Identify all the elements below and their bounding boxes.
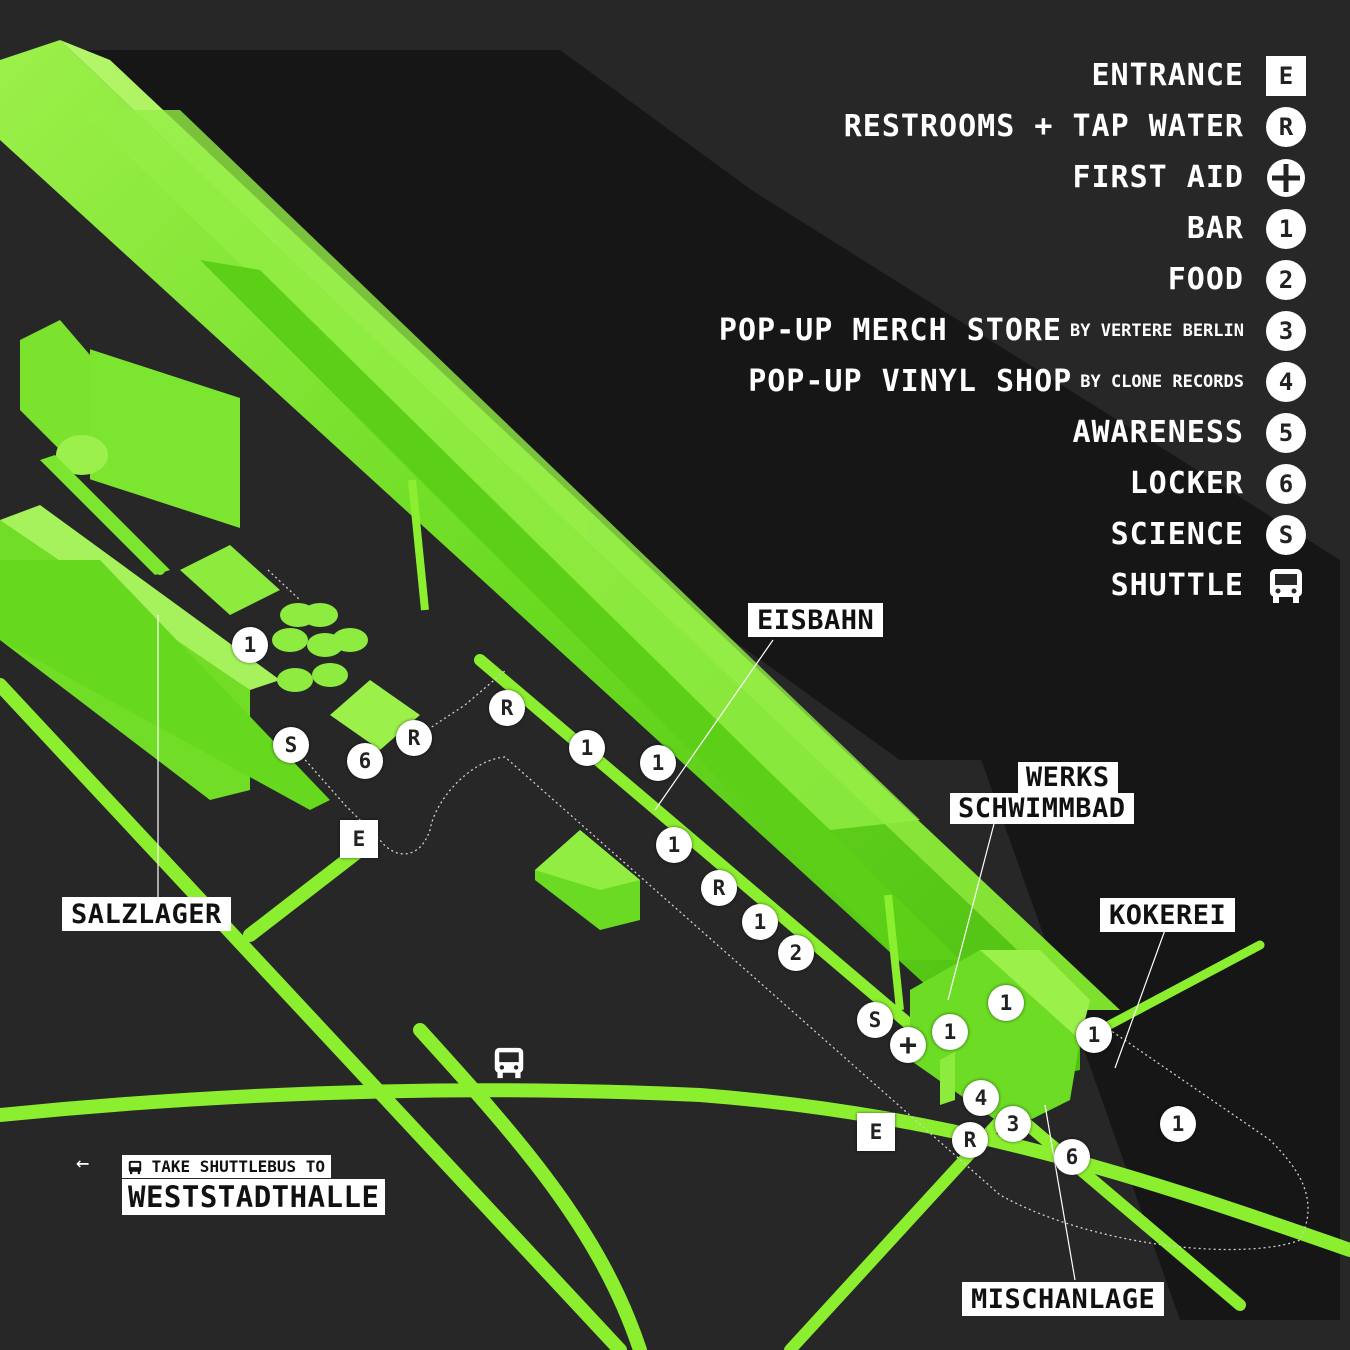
marker-restroom[interactable]: R <box>396 720 432 756</box>
legend-row-entrance: ENTRANCE E <box>548 50 1308 101</box>
legend-label: ENTRANCE <box>1091 58 1244 93</box>
werks-line1: WERKS <box>1017 762 1118 793</box>
legend-by: BY CLONE RECORDS <box>1080 371 1244 392</box>
legend-row-locker: LOCKER 6 <box>548 458 1308 509</box>
legend-label: LOCKER <box>1129 466 1244 501</box>
marker-entrance[interactable]: E <box>340 820 378 858</box>
road-long-diagonal <box>474 654 1246 1311</box>
road-cross <box>413 1023 647 1350</box>
legend-by: BY VERTERE BERLIN <box>1070 320 1244 341</box>
legend-label: POP-UP VINYL SHOP <box>748 364 1073 399</box>
legend-label: AWARENESS <box>1072 415 1244 450</box>
merch-icon: 3 <box>1264 309 1308 353</box>
legend-label: POP-UP MERCH STORE <box>718 313 1062 348</box>
legend-row-bar: BAR 1 <box>548 203 1308 254</box>
right-cluster <box>910 950 1090 1130</box>
restroom-icon: R <box>1264 105 1308 149</box>
locker-icon: 6 <box>1264 462 1308 506</box>
shuttle-destination: WESTSTADTHALLE <box>122 1179 386 1215</box>
salzlager-roof <box>0 505 280 690</box>
marker-restroom[interactable]: R <box>952 1122 988 1158</box>
round-tank <box>56 435 108 475</box>
marker-bar[interactable]: 1 <box>742 904 778 940</box>
marker-entrance[interactable]: E <box>857 1113 895 1151</box>
small-stacks <box>180 545 280 615</box>
leader-lines <box>157 615 1166 1281</box>
legend-row-merch: POP-UP MERCH STORE BY VERTERE BERLIN 3 <box>548 305 1308 356</box>
area-label-werks: WERKS SCHWIMMBAD <box>950 762 1134 824</box>
road-lower-left <box>0 678 627 1350</box>
thin-conveyor <box>40 455 170 575</box>
legend-label: FIRST AID <box>1072 160 1244 195</box>
building-shadows <box>60 50 1340 1320</box>
area-label-eisbahn: EISBAHN <box>748 603 884 637</box>
legend-row-vinyl: POP-UP VINYL SHOP BY CLONE RECORDS 4 <box>548 356 1308 407</box>
shuttle-stop-icon[interactable] <box>493 1046 525 1084</box>
marker-science[interactable]: S <box>273 727 309 763</box>
bar-icon: 1 <box>1264 207 1308 251</box>
science-icon: S <box>1264 513 1308 557</box>
legend-label: SHUTTLE <box>1110 568 1244 603</box>
masts <box>408 479 904 1011</box>
left-lower-block <box>0 560 330 810</box>
marker-bar[interactable]: 1 <box>932 1014 968 1050</box>
bus-icon <box>128 1160 142 1175</box>
marker-first-aid[interactable]: + <box>890 1027 926 1063</box>
legend-label: SCIENCE <box>1110 517 1244 552</box>
main-building-roof-2 <box>80 110 920 830</box>
legend-row-awareness: AWARENESS 5 <box>548 407 1308 458</box>
marker-vinyl-shop[interactable]: 4 <box>963 1080 999 1116</box>
shuttle-note-text: TAKE SHUTTLEBUS TO <box>151 1157 326 1176</box>
legend-label: BAR <box>1186 211 1244 246</box>
area-label-salzlager: SALZLAGER <box>62 897 231 931</box>
marker-bar[interactable]: 1 <box>640 745 676 781</box>
road-right-spur <box>1095 940 1265 1035</box>
legend-row-first-aid: FIRST AID <box>548 152 1308 203</box>
tank-block <box>90 349 240 528</box>
legend-row-shuttle: SHUTTLE <box>548 560 1308 611</box>
marker-bar[interactable]: 1 <box>232 627 268 663</box>
legend-label: FOOD <box>1167 262 1244 297</box>
silos <box>272 603 368 692</box>
marker-bar[interactable]: 1 <box>1076 1017 1112 1053</box>
legend-row-food: FOOD 2 <box>548 254 1308 305</box>
legend-label: RESTROOMS + TAP WATER <box>843 109 1244 144</box>
marker-bar[interactable]: 1 <box>656 827 692 863</box>
legend: ENTRANCE E RESTROOMS + TAP WATER R FIRST… <box>548 50 1308 611</box>
marker-restroom[interactable]: R <box>701 870 737 906</box>
legend-row-restrooms: RESTROOMS + TAP WATER R <box>548 101 1308 152</box>
marker-bar[interactable]: 1 <box>569 730 605 766</box>
road-to-entrance <box>243 843 367 942</box>
legend-row-science: SCIENCE S <box>548 509 1308 560</box>
left-buildings <box>0 320 330 810</box>
werks-line2: SCHWIMMBAD <box>950 793 1134 824</box>
awareness-icon: 5 <box>1264 411 1308 455</box>
main-building-strip <box>200 260 960 960</box>
marker-restroom[interactable]: R <box>489 690 525 726</box>
arrow-left-icon: ← <box>76 1151 90 1176</box>
central-block <box>535 830 640 930</box>
marker-locker[interactable]: 6 <box>1054 1139 1090 1175</box>
shuttle-note-line1: TAKE SHUTTLEBUS TO <box>122 1155 332 1178</box>
marker-locker[interactable]: 6 <box>347 743 383 779</box>
entrance-icon: E <box>1264 54 1308 98</box>
marker-awareness[interactable]: S <box>857 1002 893 1038</box>
road-curve <box>0 1083 1350 1257</box>
marker-food[interactable]: 2 <box>778 935 814 971</box>
area-label-mischanlage: MISCHANLAGE <box>962 1282 1165 1316</box>
main-building <box>0 40 1120 1080</box>
area-label-kokerei: KOKEREI <box>1100 898 1236 932</box>
marker-bar[interactable]: 1 <box>1160 1106 1196 1142</box>
marker-bar[interactable]: 1 <box>988 985 1024 1021</box>
bus-icon <box>1264 564 1308 608</box>
food-icon: 2 <box>1264 258 1308 302</box>
first-aid-icon <box>1264 156 1308 200</box>
dotted-routes <box>267 569 1309 1251</box>
vinyl-icon: 4 <box>1264 360 1308 404</box>
marker-merch-store[interactable]: 3 <box>995 1106 1031 1142</box>
